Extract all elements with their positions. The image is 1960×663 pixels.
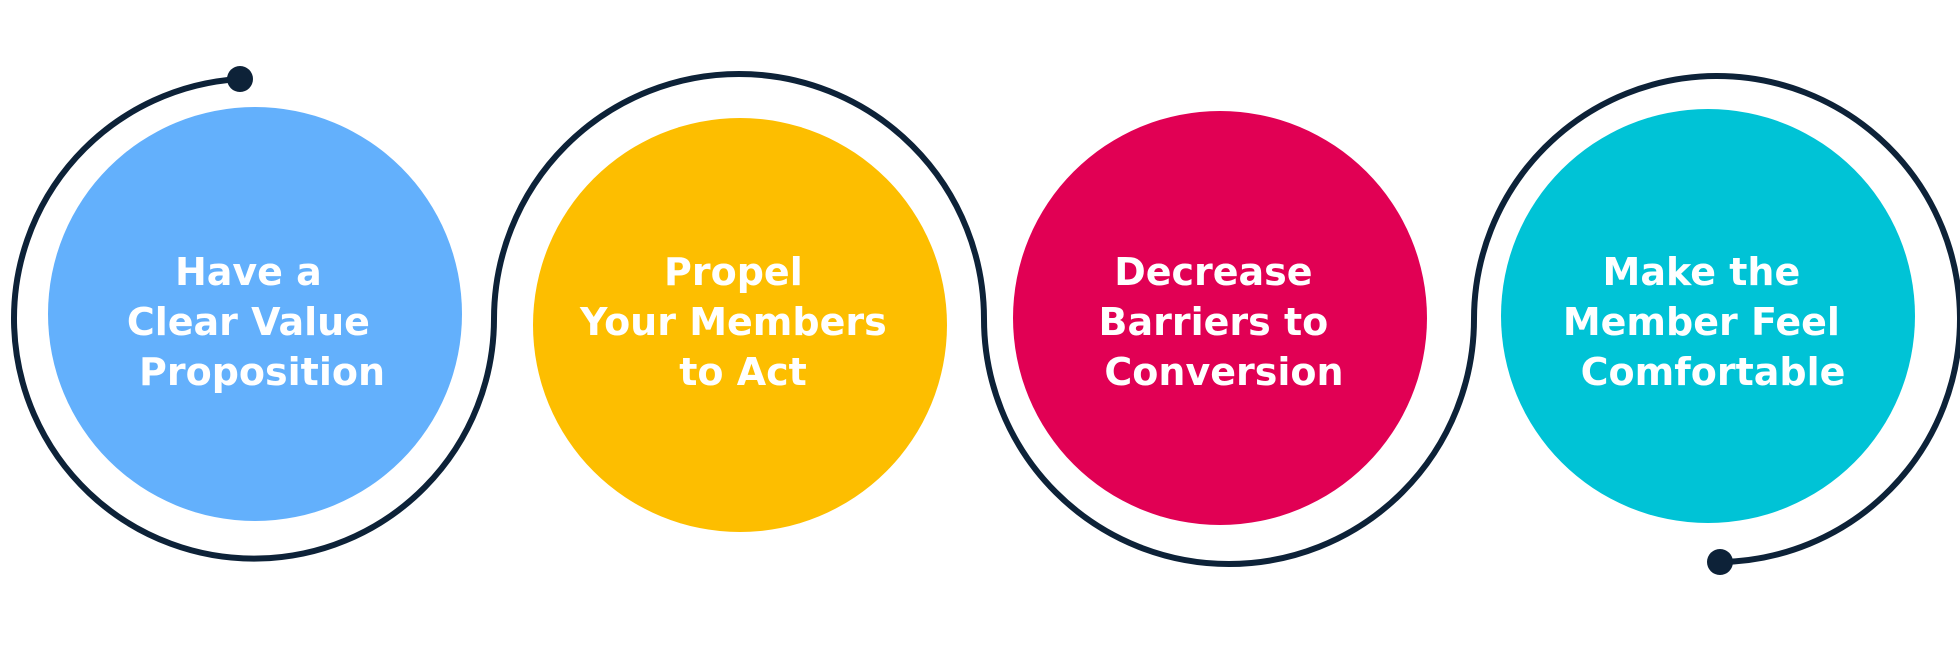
step-1-line-3: Proposition (139, 350, 385, 394)
step-3-circle (1013, 111, 1427, 525)
step-4: Make the Member Feel Comfortable (1501, 109, 1915, 523)
step-4-line-2: Member Feel (1563, 300, 1840, 344)
step-1-circle (48, 107, 462, 521)
step-2-line-1: Propel (664, 250, 803, 294)
step-2-circle (533, 118, 947, 532)
step-2-label: Propel Your Members to Act (579, 250, 900, 394)
step-1: Have a Clear Value Proposition (48, 107, 462, 521)
step-3-line-1: Decrease (1114, 250, 1312, 294)
step-4-label: Make the Member Feel Comfortable (1563, 250, 1853, 394)
connector-start-dot (227, 66, 253, 92)
step-1-line-2: Clear Value (127, 300, 370, 344)
step-3-line-3: Conversion (1104, 350, 1343, 394)
step-1-label: Have a Clear Value Proposition (127, 250, 385, 394)
step-4-line-3: Comfortable (1581, 350, 1846, 394)
connector-end-dot (1707, 549, 1733, 575)
step-4-line-1: Make the (1603, 250, 1801, 294)
step-2: Propel Your Members to Act (533, 118, 947, 532)
step-2-line-2: Your Members (579, 300, 887, 344)
step-3-label: Decrease Barriers to Conversion (1099, 250, 1344, 394)
connector-line (11, 71, 1960, 567)
step-3: Decrease Barriers to Conversion (1013, 111, 1427, 525)
step-4-circle (1501, 109, 1915, 523)
step-1-line-1: Have a (175, 250, 322, 294)
step-3-line-2: Barriers to (1099, 300, 1329, 344)
step-2-line-3: to Act (679, 350, 807, 394)
